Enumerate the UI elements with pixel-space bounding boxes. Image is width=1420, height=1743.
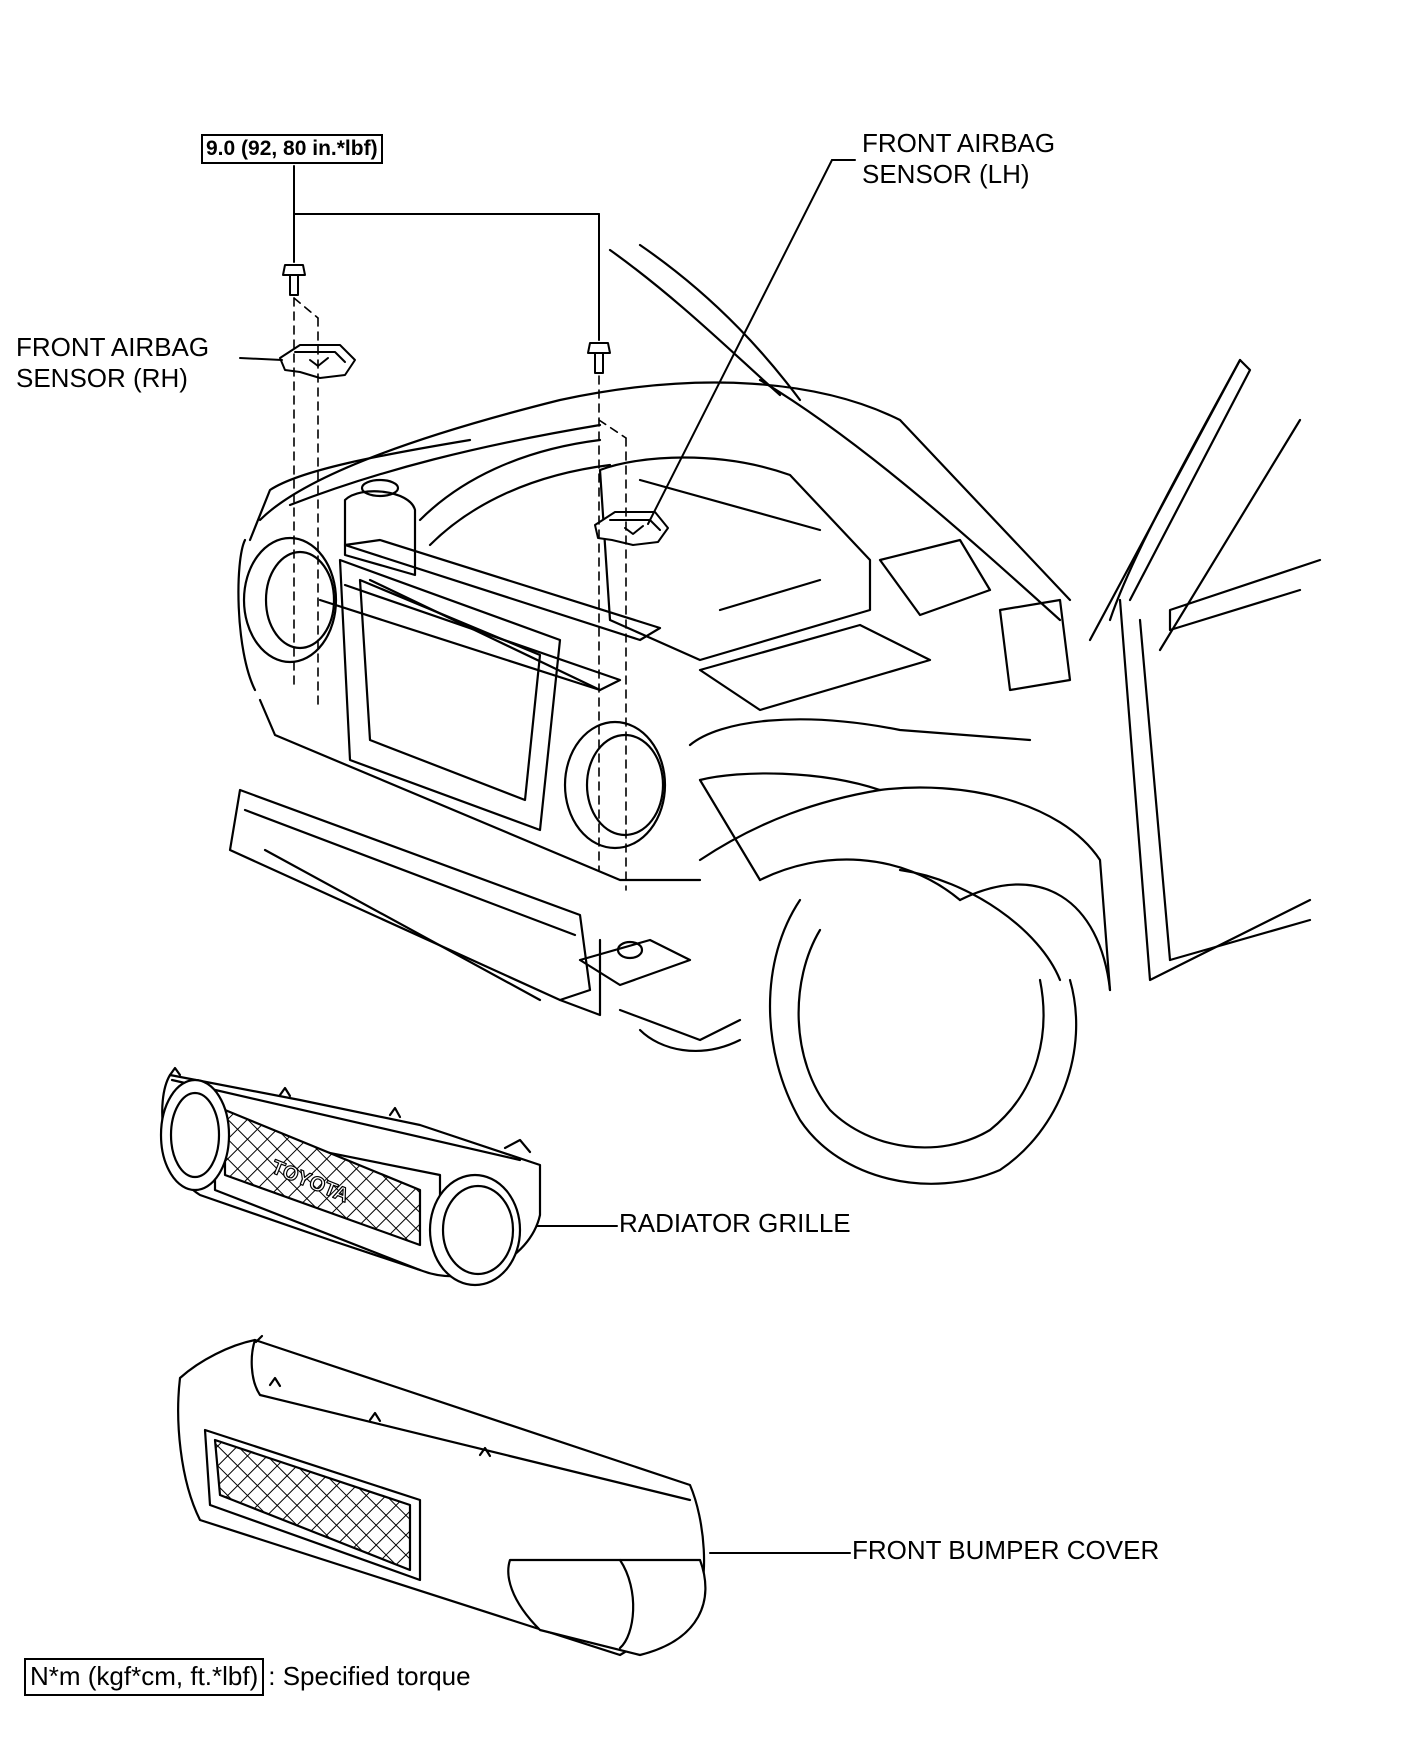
torque-spec-label: 9.0 (92, 80 in.*lbf) <box>201 134 383 165</box>
legend-unit-box: N*m (kgf*cm, ft.*lbf) <box>24 1658 265 1696</box>
front-airbag-sensor-lh-label: FRONT AIRBAG SENSOR (LH) <box>862 128 1056 190</box>
sensor-bolt-lh <box>588 343 610 373</box>
legend-description: : Specified torque <box>268 1661 471 1692</box>
front-airbag-sensor-lh-part <box>595 512 668 545</box>
radiator-grille-part: TOYOTA <box>161 1068 540 1285</box>
front-bumper-cover-label: FRONT BUMPER COVER <box>852 1535 1160 1565</box>
front-bumper-cover-part <box>178 1336 705 1655</box>
sensor-bolt-rh <box>283 265 305 295</box>
radiator-grille-label: RADIATOR GRILLE <box>619 1208 851 1238</box>
label-leader-lines <box>240 160 855 1553</box>
torque-legend: N*m (kgf*cm, ft.*lbf) : Specified torque <box>24 1658 471 1696</box>
vehicle-front-illustration <box>230 245 1320 1184</box>
front-airbag-sensor-rh-label: FRONT AIRBAG SENSOR (RH) <box>16 332 210 394</box>
torque-leader-lines <box>294 166 599 340</box>
install-guide-dashed-lines <box>294 298 626 890</box>
